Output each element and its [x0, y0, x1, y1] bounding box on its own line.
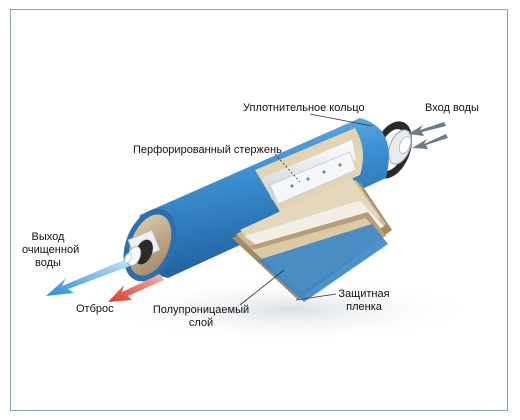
- label-protective-line-2: пленка: [346, 301, 382, 313]
- water-inlet-arrow-2: [412, 134, 448, 149]
- label-semipermeable-line-1: Полупроницаемый: [152, 304, 250, 316]
- protective-film-sheet: [258, 224, 388, 302]
- outlet-tube: [124, 229, 161, 266]
- label-purified-line-1: Выход: [31, 231, 65, 243]
- label-purified-water-outlet: Выход очищенной воды: [22, 231, 80, 270]
- label-perforated-rod: Перфорированный стержень: [133, 144, 282, 156]
- label-protective-line-1: Защитная: [338, 288, 390, 300]
- label-semipermeable-layer: Полупроницаемый слой: [152, 304, 250, 330]
- perforated-rod: [269, 151, 357, 205]
- label-purified-line-2: очищенной: [22, 244, 80, 256]
- label-sealing-ring: Уплотнительное кольцо: [243, 102, 365, 114]
- reject-arrow: [108, 274, 164, 302]
- water-inlet-arrow-1: [408, 122, 446, 136]
- label-purified-line-3: воды: [35, 257, 61, 269]
- leader-lines: [239, 113, 373, 306]
- purified-water-arrow: [46, 260, 130, 296]
- floor-shadow: [100, 278, 480, 342]
- label-semipermeable-line-2: слой: [188, 317, 214, 329]
- label-protective-film: Защитная пленка: [337, 288, 391, 314]
- label-water-inlet: Вход воды: [425, 102, 479, 114]
- label-reject: Отброс: [76, 303, 114, 315]
